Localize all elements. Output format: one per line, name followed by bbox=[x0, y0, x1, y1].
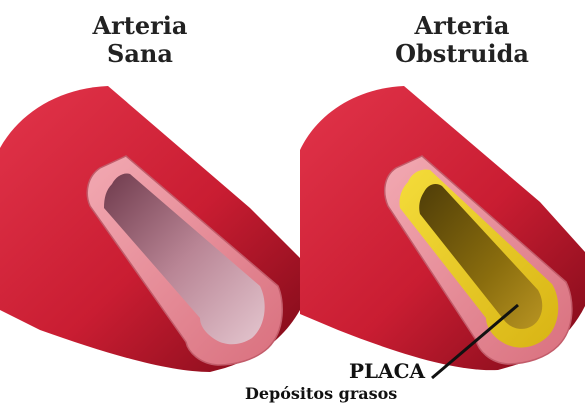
blocked-artery bbox=[300, 86, 585, 370]
plaque-label: PLACA bbox=[349, 360, 425, 382]
fatty-deposits-label: Depósitos grasos bbox=[245, 384, 397, 404]
healthy-artery bbox=[0, 86, 300, 372]
